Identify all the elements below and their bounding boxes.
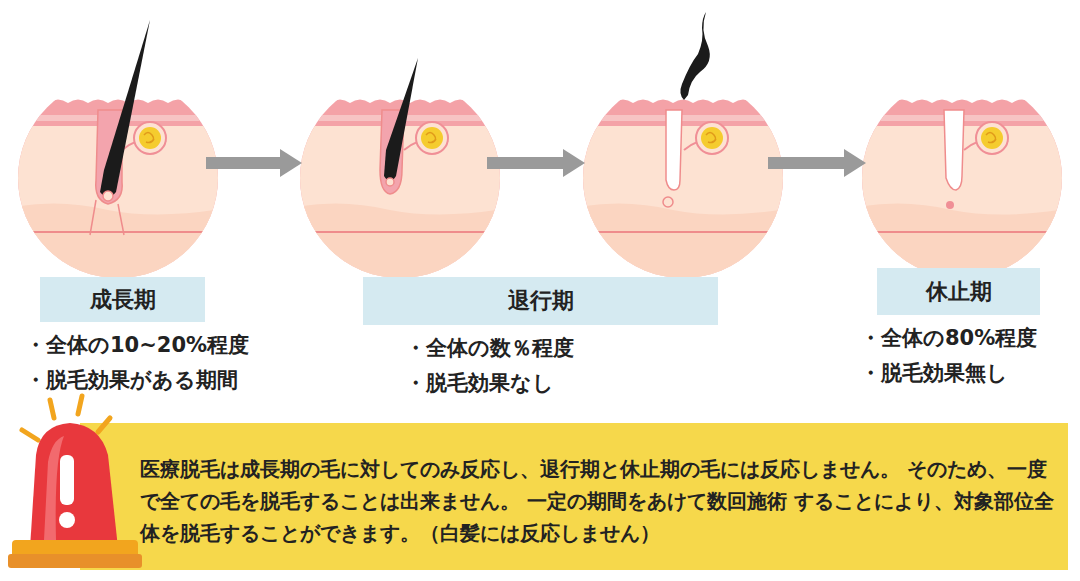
note-text: 医療脱毛は成長期の毛に対してのみ反応し、退行期と休止期の毛には反応しません。 そ…	[140, 453, 1054, 549]
phase-label: 成長期・全体の10~20%程度・脱毛効果がある期間	[25, 277, 305, 398]
phase-heading: 成長期	[40, 277, 205, 322]
phase-bullet: ・全体の数％程度	[363, 331, 718, 366]
note-band: 医療脱毛は成長期の毛に対してのみ反応し、退行期と休止期の毛には反応しません。 そ…	[80, 423, 1068, 570]
phase-heading: 退行期	[363, 277, 718, 325]
phase-bullet: ・全体の80%程度	[860, 321, 1075, 356]
phase-label: 休止期・全体の80%程度・脱毛効果無し	[860, 268, 1075, 391]
phase-bullet: ・脱毛効果なし	[363, 366, 718, 401]
phase-bullet: ・脱毛効果がある期間	[25, 363, 305, 398]
phase-heading: 休止期	[877, 268, 1040, 315]
phase-bullet: ・脱毛効果無し	[860, 356, 1075, 391]
phase-bullet: ・全体の10~20%程度	[25, 328, 305, 363]
phase-label: 退行期・全体の数％程度・脱毛効果なし	[363, 277, 718, 401]
